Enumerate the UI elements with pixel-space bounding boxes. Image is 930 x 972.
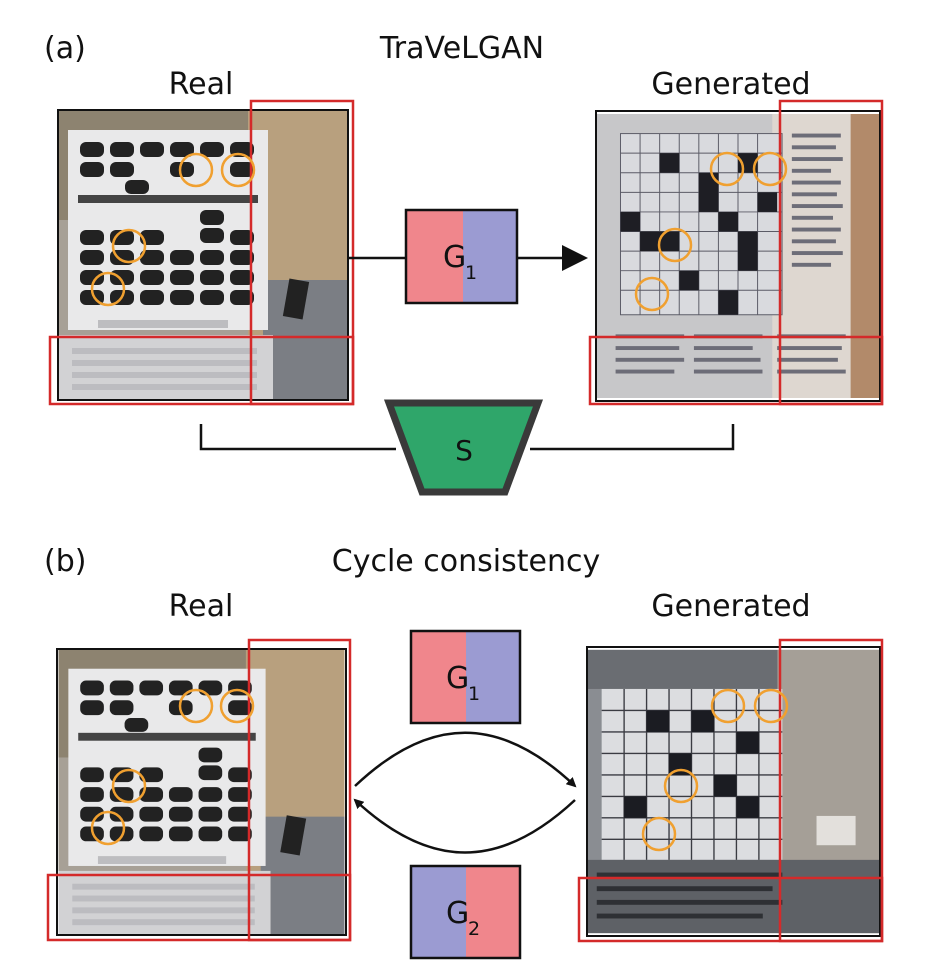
panel-b-g1-subscript: 1 (468, 683, 480, 705)
panel-a-generated-highlight-bottom (588, 335, 884, 406)
panel-b-generated-keypoints (641, 688, 789, 852)
panel-a-generator-g1: G 1 (404, 208, 519, 305)
panel-a-g1-subscript: 1 (465, 262, 477, 284)
panel-b-real-keypoints (90, 688, 255, 846)
panel-b-g2-subscript: 2 (468, 918, 480, 940)
panel-b: (b) Cycle consistency Real Generated (44, 544, 884, 960)
panel-a-generated-image (595, 110, 881, 402)
panel-a-siamese-letter: S (455, 434, 473, 467)
panel-b-real-highlight-bottom (46, 873, 352, 942)
panel-b-generator-g1: G 1 (409, 629, 522, 725)
panel-b-backward-arrow (353, 798, 576, 854)
panel-a-siamese-network: S (383, 399, 544, 496)
panel-b-real-image (56, 648, 347, 936)
panel-a-title: TraVeLGAN (379, 31, 544, 66)
panel-a-siamese-link-right (530, 424, 735, 451)
panel-a-generated-label: Generated (651, 67, 810, 102)
panel-b-title: Cycle consistency (332, 544, 600, 579)
panel-b-forward-arrow (354, 731, 577, 788)
panel-a-real-image (57, 109, 349, 401)
panel-a-real-highlight-bottom (48, 335, 355, 406)
panel-a-generated-keypoints (634, 151, 788, 312)
panel-a: (a) TraVeLGAN Real Generated (44, 31, 884, 496)
panel-b-generator-g2: G 2 (409, 864, 522, 960)
panel-b-g1-letter: G (446, 661, 469, 696)
panel-b-generated-label: Generated (651, 589, 810, 624)
panel-b-tag: (b) (44, 544, 86, 579)
panel-a-real-keypoints (90, 152, 256, 307)
panel-a-siamese-link-left (199, 424, 396, 451)
panel-a-real-label: Real (169, 67, 234, 102)
panel-b-generated-highlight-bottom (577, 876, 884, 943)
panel-a-g1-letter: G (443, 240, 466, 275)
panel-b-generated-image (586, 646, 881, 937)
panel-a-tag: (a) (44, 31, 86, 66)
panel-b-g2-letter: G (446, 896, 469, 931)
panel-b-real-label: Real (169, 589, 234, 624)
